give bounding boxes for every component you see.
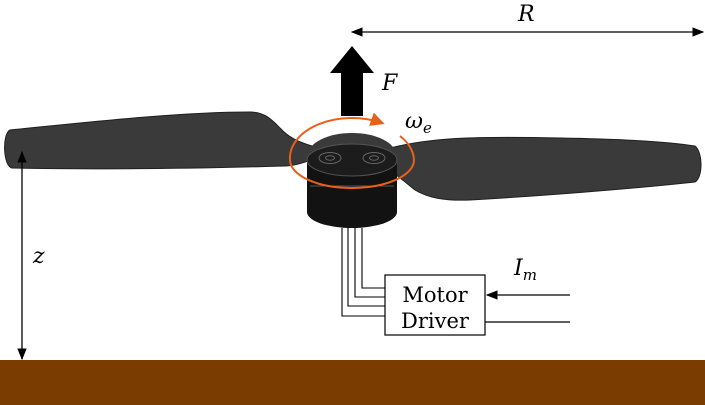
driver-label-line2: Driver — [401, 309, 470, 333]
propeller-blade-left — [4, 111, 319, 170]
thrust-arrow — [330, 46, 374, 116]
motor-screw-left-icon — [318, 152, 342, 164]
omega-label: ωe — [405, 109, 432, 137]
motor — [306, 143, 398, 228]
radius-label: R — [517, 2, 535, 27]
driver-label-line1: Motor — [402, 283, 468, 307]
height-label: z — [32, 244, 45, 269]
propeller-blade-right — [389, 136, 702, 201]
thrust-label: F — [381, 71, 398, 96]
current-label: Im — [513, 256, 537, 284]
motor-wires — [341, 228, 385, 317]
rotation-arrow-front — [289, 159, 415, 189]
ground — [0, 360, 705, 405]
motor-driver-box — [384, 274, 486, 336]
rotation-arrow-back — [288, 112, 385, 161]
motor-screw-right-icon — [362, 152, 386, 164]
